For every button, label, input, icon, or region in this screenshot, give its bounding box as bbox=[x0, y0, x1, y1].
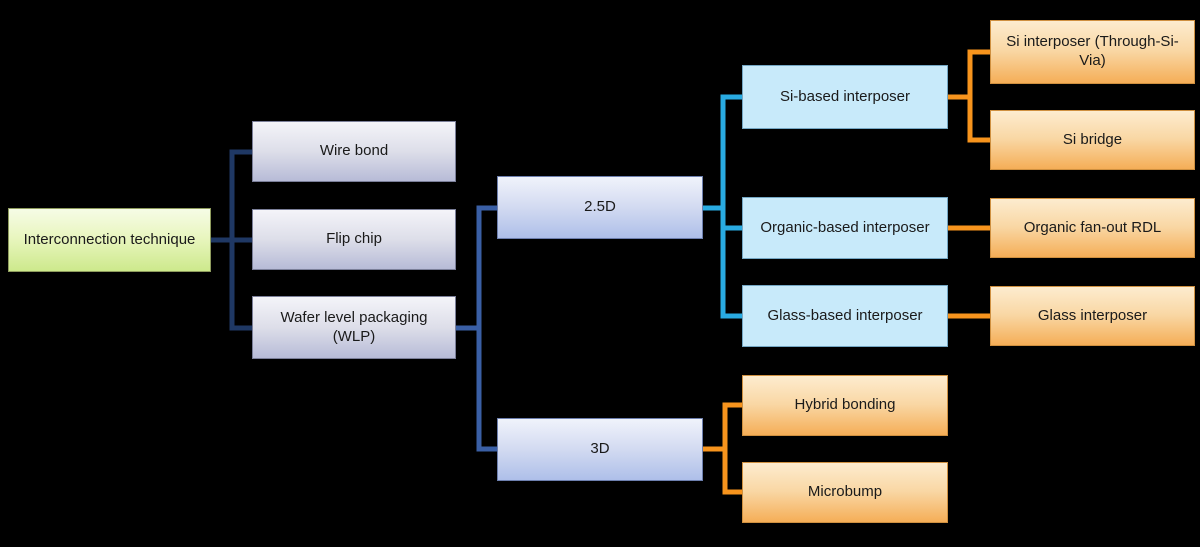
node-wire-bond: Wire bond bbox=[252, 121, 456, 182]
node-si-based-interposer: Si-based interposer bbox=[742, 65, 948, 129]
node-hybrid-bonding: Hybrid bonding bbox=[742, 375, 948, 436]
node-2-5d: 2.5D bbox=[497, 176, 703, 239]
node-interconnection-technique: Interconnection technique bbox=[8, 208, 211, 272]
connector-25d-level bbox=[703, 94, 742, 319]
node-organic-based-interposer: Organic-based interposer bbox=[742, 197, 948, 259]
node-glass-based-interposer: Glass-based interposer bbox=[742, 285, 948, 347]
connector-root-level bbox=[211, 149, 252, 331]
node-glass-interposer: Glass interposer bbox=[990, 286, 1195, 346]
node-wafer-level-packaging: Wafer level packaging (WLP) bbox=[252, 296, 456, 359]
node-3d: 3D bbox=[497, 418, 703, 481]
node-microbump: Microbump bbox=[742, 462, 948, 523]
node-flip-chip: Flip chip bbox=[252, 209, 456, 270]
connector-orange-level bbox=[703, 49, 990, 495]
node-si-interposer-through-si-via: Si interposer (Through-Si-Via) bbox=[990, 20, 1195, 84]
node-organic-fan-out-rdl: Organic fan-out RDL bbox=[990, 198, 1195, 258]
node-si-bridge: Si bridge bbox=[990, 110, 1195, 170]
connector-wlp-level bbox=[456, 205, 497, 452]
